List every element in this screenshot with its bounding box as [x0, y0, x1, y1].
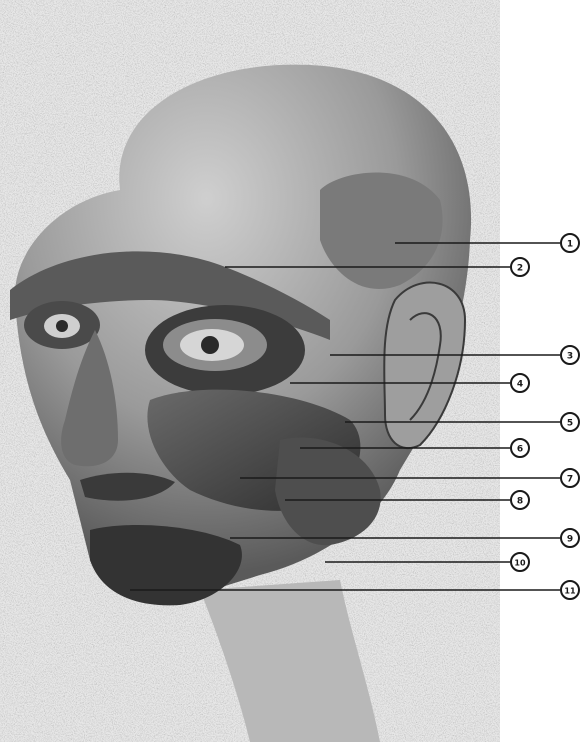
callout-3: 3 — [561, 346, 579, 364]
callout-number-3: 3 — [567, 352, 573, 362]
callout-number-2: 2 — [517, 264, 523, 274]
callout-2: 2 — [511, 258, 529, 276]
callout-number-5: 5 — [567, 419, 573, 429]
callout-number-8: 8 — [517, 497, 523, 507]
callout-number-7: 7 — [567, 475, 573, 485]
callout-number-11: 11 — [564, 587, 576, 596]
right-pupil — [201, 336, 219, 354]
left-pupil — [56, 320, 68, 332]
callout-6: 6 — [511, 439, 529, 457]
callout-number-4: 4 — [517, 380, 523, 390]
callout-5: 5 — [561, 413, 579, 431]
callout-1: 1 — [561, 234, 579, 252]
callout-number-9: 9 — [567, 535, 573, 545]
callout-7: 7 — [561, 469, 579, 487]
callout-number-1: 1 — [567, 240, 573, 250]
callout-10: 10 — [511, 553, 529, 571]
callout-number-10: 10 — [514, 559, 526, 568]
callout-8: 8 — [511, 491, 529, 509]
callout-11: 11 — [561, 581, 579, 599]
callout-4: 4 — [511, 374, 529, 392]
callout-number-6: 6 — [517, 445, 523, 455]
callout-9: 9 — [561, 529, 579, 547]
